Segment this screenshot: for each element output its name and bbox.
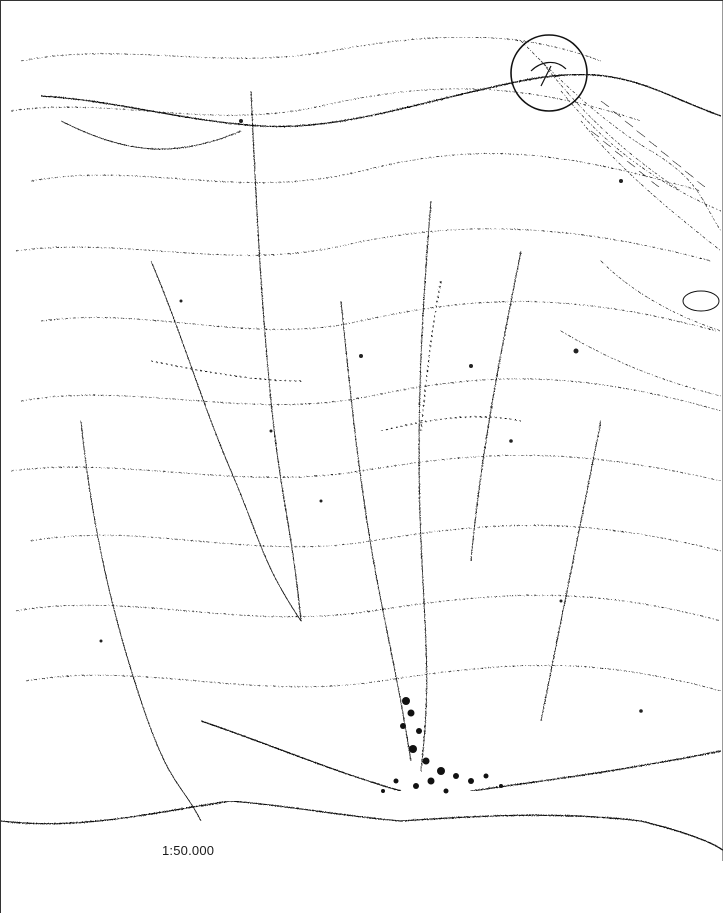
relief-hatching <box>590 100 706 188</box>
town-cluster <box>381 697 503 794</box>
roads <box>40 73 722 792</box>
scattered-marks <box>99 119 643 713</box>
coastline <box>1 800 723 852</box>
circled-marker <box>510 34 588 112</box>
lake <box>682 290 720 312</box>
contour-lines <box>10 36 722 692</box>
trails <box>150 280 522 432</box>
streams <box>60 90 602 822</box>
map-scale-label: 1:50.000 <box>162 843 215 858</box>
